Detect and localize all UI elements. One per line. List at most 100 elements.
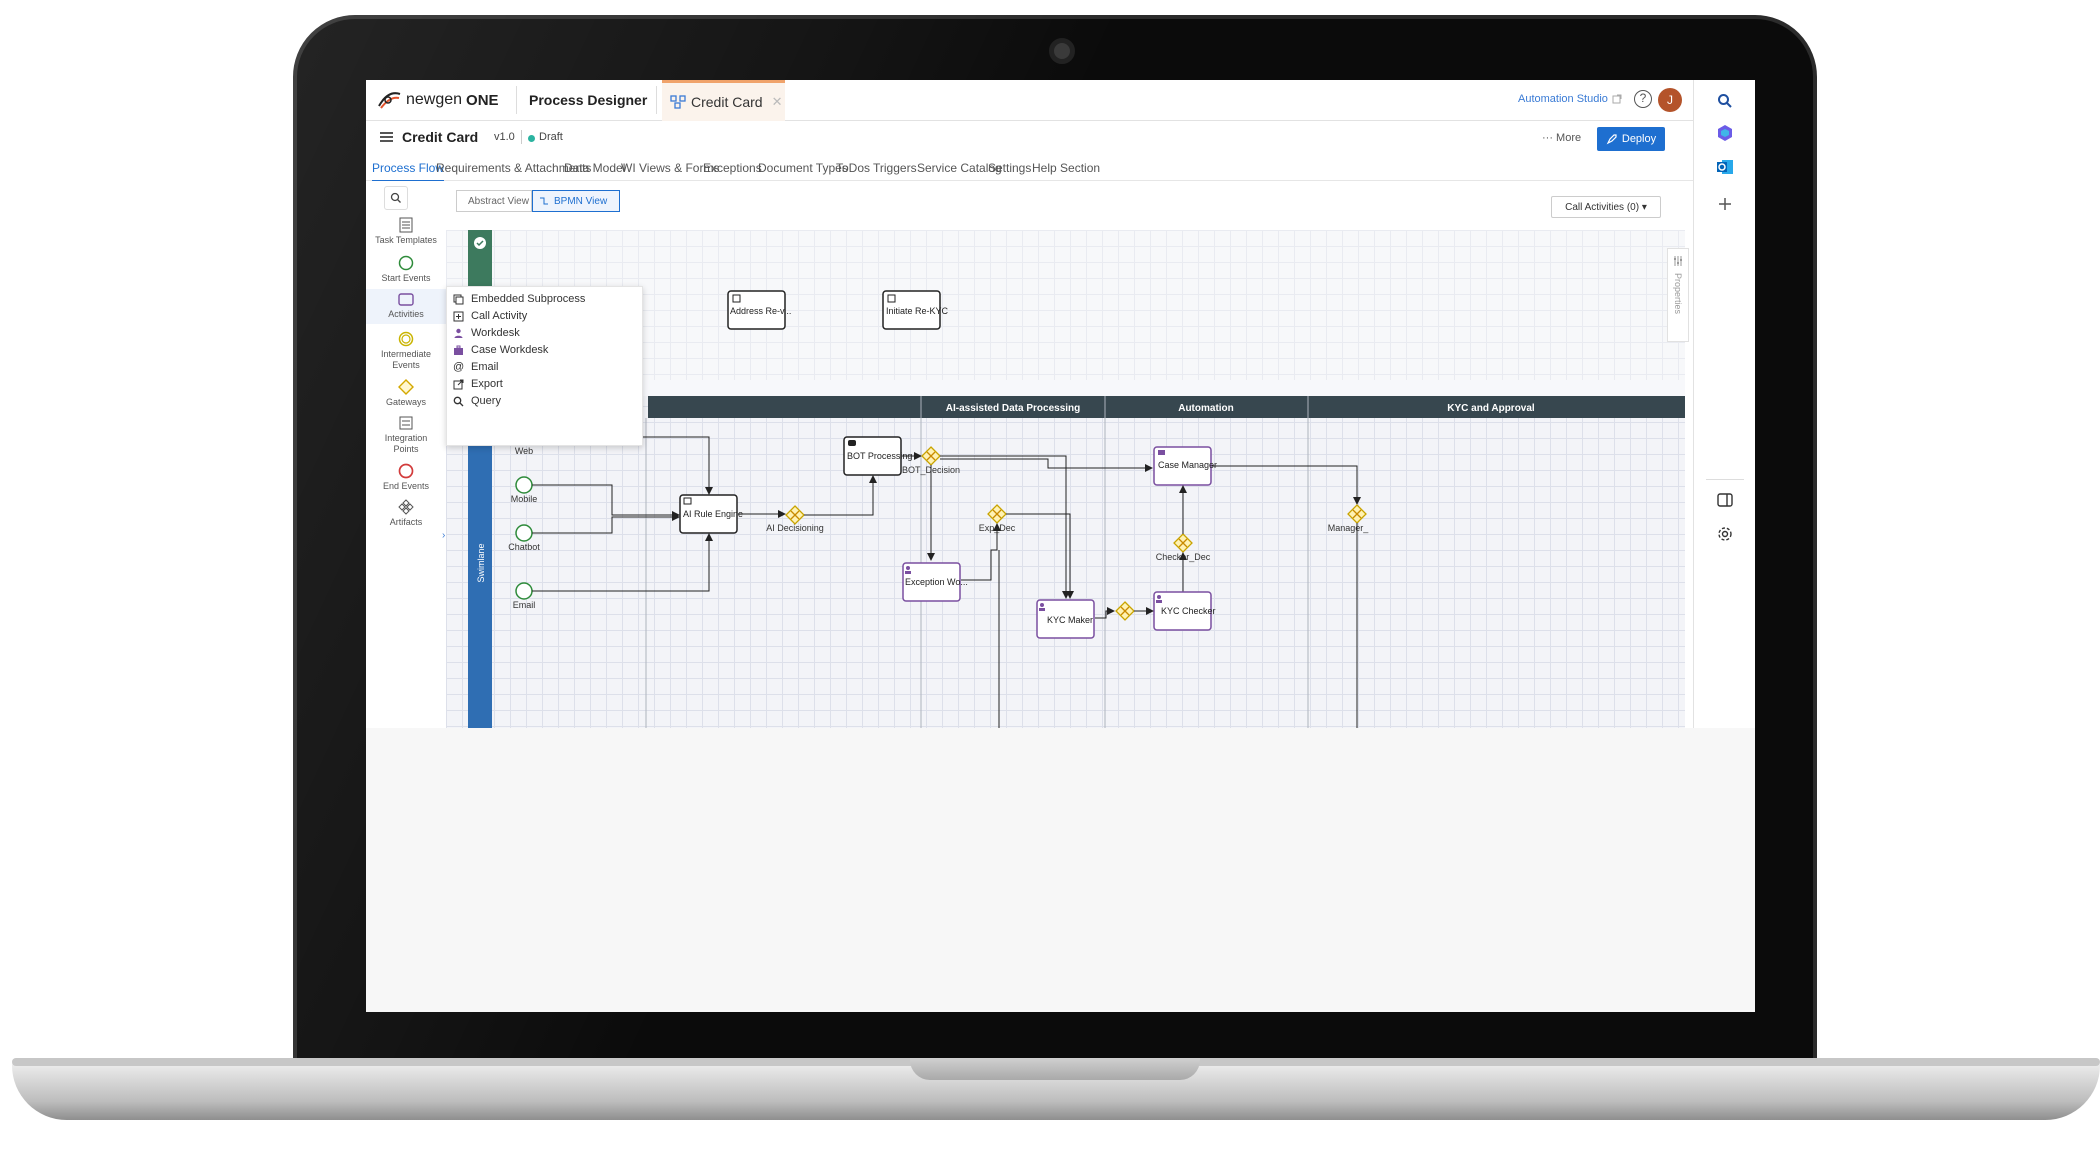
bpmn-view-label: BPMN View	[554, 195, 608, 207]
menu-item-workdesk[interactable]: Workdesk	[453, 327, 520, 339]
artifacts-icon	[398, 499, 414, 515]
more-menu[interactable]: ··· More	[1542, 132, 1582, 144]
help-icon[interactable]: ?	[1634, 90, 1652, 108]
menu-item-embedded-subprocess[interactable]: Embedded Subprocess	[453, 293, 585, 305]
divider	[656, 86, 657, 114]
query-icon	[453, 396, 464, 406]
kyc-checker-label: KYC Checker	[1161, 606, 1216, 616]
palette-start-events[interactable]: Start Events	[366, 255, 446, 284]
address-re-v-task[interactable]	[727, 290, 786, 330]
palette-search-button[interactable]	[384, 186, 408, 210]
palette-gateways[interactable]: Gateways	[366, 379, 446, 408]
palette-label: Intermediate	[380, 349, 432, 359]
ai-decisioning-label: AI Decisioning	[766, 523, 824, 533]
menu-label: Query	[471, 395, 501, 407]
tab-todos[interactable]: ToDos	[836, 161, 871, 175]
palette-task-templates[interactable]: Task Templates	[366, 217, 446, 246]
tab-process-flow[interactable]: Process Flow	[372, 161, 445, 182]
exception-workdesk-label: Exception Wo...	[905, 577, 968, 587]
automation-studio-link[interactable]: Automation Studio	[1518, 93, 1622, 105]
call-activities-dropdown[interactable]: Call Activities (0) ▾	[1551, 196, 1661, 218]
tab-help-section[interactable]: Help Section	[1032, 161, 1101, 175]
bot-processing-task[interactable]	[843, 436, 902, 476]
menu-item-export[interactable]: Export	[453, 378, 503, 390]
chatbot-label: Chatbot	[508, 542, 540, 552]
gear-icon[interactable]	[1714, 523, 1736, 545]
tab-settings[interactable]: Settings	[988, 161, 1032, 175]
activities-menu: Embedded Subprocess Call Activity Workde…	[446, 286, 643, 446]
close-icon[interactable]: ✕	[771, 94, 783, 109]
tab-credit-card[interactable]: Credit Card ✕	[662, 80, 785, 121]
web-label: Web	[515, 446, 533, 456]
case-manager-label: Case Manager	[1158, 460, 1217, 470]
call-activity-icon	[453, 311, 464, 321]
bpmn-canvas[interactable]: AI-assisted Data Processing Automation K…	[442, 230, 1685, 728]
palette-label: Events	[392, 360, 420, 370]
kyc-maker-task[interactable]	[1036, 599, 1095, 639]
palette-label: Artifacts	[389, 517, 423, 527]
tab-document-types[interactable]: Document Types	[758, 161, 848, 175]
palette-label: Start Events	[381, 273, 431, 283]
swimlane-label: Swimlane	[476, 543, 486, 582]
product-title: Process Designer	[529, 92, 648, 108]
menu-item-query[interactable]: Query	[453, 395, 501, 407]
menu-item-call-activity[interactable]: Call Activity	[453, 310, 527, 322]
menu-icon[interactable]	[380, 132, 393, 142]
tab-triggers[interactable]: Triggers	[873, 161, 917, 175]
tab-data-model[interactable]: Data Model	[564, 161, 626, 175]
expand-palette-icon[interactable]: ›	[442, 530, 446, 541]
palette-artifacts[interactable]: Artifacts	[366, 499, 446, 528]
status-badge: Draft	[539, 131, 563, 143]
abstract-view-button[interactable]: Abstract View	[456, 190, 532, 212]
outlook-icon[interactable]	[1714, 156, 1736, 178]
menu-item-email[interactable]: @ Email	[453, 361, 499, 373]
tab-wi-views[interactable]: WI Views & Forms	[621, 161, 720, 175]
start-event-chatbot[interactable]	[515, 524, 533, 542]
tab-requirements[interactable]: Requirements & Attachments	[436, 161, 592, 175]
call-activities-label: Call Activities (0)	[1565, 201, 1640, 213]
brand-name: newgen	[406, 91, 463, 108]
bot-processing-label: BOT Processing	[847, 451, 912, 461]
tab-service-catalog[interactable]: Service Catalog	[917, 161, 1002, 175]
palette-label: Points	[393, 444, 419, 454]
start-event-mobile[interactable]	[515, 476, 533, 494]
add-icon[interactable]	[1714, 193, 1736, 215]
lane-header-automation: Automation	[1178, 403, 1234, 414]
bpmn-view-button[interactable]: BPMN View	[532, 190, 620, 212]
integration-icon	[399, 416, 413, 430]
palette-label: Activities	[388, 309, 424, 319]
deploy-button[interactable]: Deploy	[1597, 127, 1665, 151]
tab-exceptions[interactable]: Exceptions	[703, 161, 762, 175]
properties-panel-tab[interactable]: Properties	[1667, 248, 1689, 342]
start-event-email[interactable]	[515, 582, 533, 600]
divider	[516, 86, 517, 114]
sliders-icon	[1674, 256, 1682, 266]
menu-item-case-workdesk[interactable]: Case Workdesk	[453, 344, 548, 356]
lane-header-ai: AI-assisted Data Processing	[946, 403, 1081, 414]
initiate-re-kyc-task[interactable]	[882, 290, 941, 330]
properties-label: Properties	[1673, 273, 1683, 315]
menu-label: Embedded Subprocess	[471, 293, 586, 305]
mobile-label: Mobile	[511, 494, 538, 504]
palette-end-events[interactable]: End Events	[366, 463, 446, 492]
process-icon	[670, 95, 686, 109]
menu-label: Workdesk	[471, 327, 520, 339]
search-icon[interactable]	[1714, 90, 1736, 112]
palette-integration-points[interactable]: Integration Points	[366, 415, 446, 455]
base-notch	[910, 1058, 1200, 1080]
exception-workdesk-task[interactable]	[902, 562, 961, 602]
palette-label: Gateways	[385, 397, 427, 407]
initiate-re-kyc-label: Initiate Re-KYC	[886, 306, 949, 316]
kyc-checker-task[interactable]	[1153, 591, 1212, 631]
address-re-v-label: Address Re-v...	[730, 306, 791, 316]
palette-activities[interactable]: Activities	[366, 289, 446, 324]
panel-toggle-icon[interactable]	[1714, 489, 1736, 511]
copilot-icon[interactable]	[1714, 122, 1736, 144]
palette-intermediate-events[interactable]: Intermediate Events	[366, 331, 446, 371]
avatar[interactable]: J	[1658, 88, 1682, 112]
intermediate-event-icon	[398, 331, 414, 347]
gateway-icon	[398, 379, 414, 395]
palette-label: End Events	[382, 481, 430, 491]
